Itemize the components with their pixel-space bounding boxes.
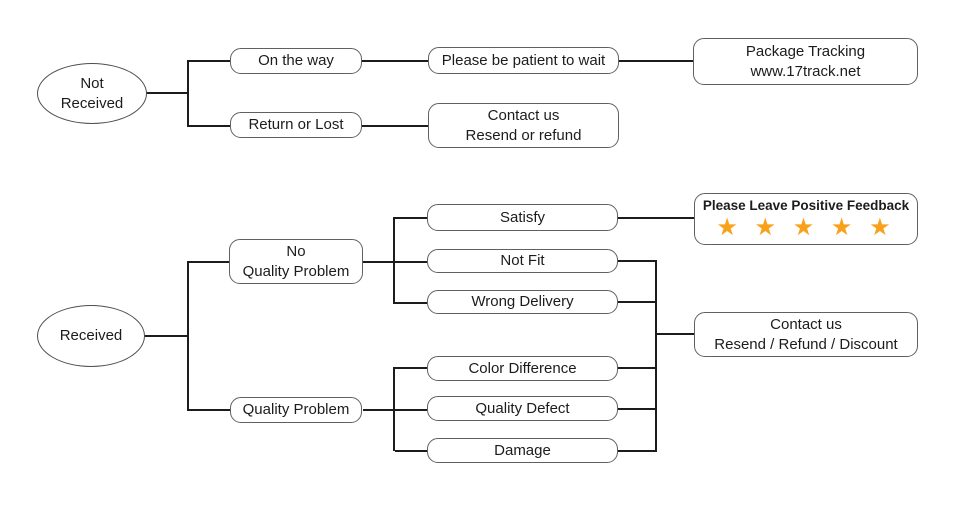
node-be-patient-label: Please be patient to wait xyxy=(441,51,606,69)
connector-line xyxy=(395,367,427,369)
node-received-label: Received xyxy=(59,327,123,344)
connector-line xyxy=(146,92,188,94)
connector-line xyxy=(617,301,655,303)
connector-line xyxy=(363,261,427,263)
connector-line xyxy=(655,260,657,452)
connector-line xyxy=(362,125,428,127)
connector-line xyxy=(395,217,427,219)
node-contact-us-resend-refund: Contact us Resend or refund xyxy=(428,103,619,148)
connector-line xyxy=(617,367,655,369)
node-damage: Damage xyxy=(427,438,618,463)
node-contact-us2-label-line1: Contact us xyxy=(770,315,842,333)
connector-line xyxy=(363,409,427,411)
node-contact-us-label-line2: Resend or refund xyxy=(465,126,582,144)
node-contact-us-label-line1: Contact us xyxy=(487,106,560,124)
node-return-or-lost: Return or Lost xyxy=(230,112,362,138)
node-not-received-label-line2: Received xyxy=(60,94,124,112)
connector-line xyxy=(617,450,655,452)
node-positive-feedback-label: Please Leave Positive Feedback xyxy=(702,198,910,213)
connector-line xyxy=(362,60,428,62)
connector-line xyxy=(189,261,230,263)
connector-line xyxy=(189,409,230,411)
node-color-difference-label: Color Difference xyxy=(468,359,577,377)
node-be-patient: Please be patient to wait xyxy=(428,47,619,74)
node-not-received-label-line1: Not xyxy=(80,74,104,92)
node-received: Received xyxy=(37,305,145,367)
connector-line xyxy=(395,302,427,304)
node-package-tracking-label-line2: www.17track.net xyxy=(750,62,861,80)
node-positive-feedback: Please Leave Positive Feedback ★ ★ ★ ★ ★ xyxy=(694,193,918,245)
connector-line xyxy=(144,335,188,337)
connector-line xyxy=(657,333,694,335)
node-satisfy-label: Satisfy xyxy=(499,208,545,226)
node-quality-problem-label: Quality Problem xyxy=(242,401,350,418)
node-no-quality-problem-label-line2: Quality Problem xyxy=(242,262,350,280)
node-contact-us-resend-refund-discount: Contact us Resend / Refund / Discount xyxy=(694,312,918,357)
node-no-quality-problem-label-line1: No xyxy=(286,242,306,260)
node-wrong-delivery: Wrong Delivery xyxy=(427,290,618,314)
connector-line xyxy=(189,125,230,127)
node-damage-label: Damage xyxy=(494,441,551,459)
connector-line xyxy=(617,408,655,410)
connector-line xyxy=(187,261,189,411)
node-not-fit-label: Not Fit xyxy=(500,252,545,269)
node-contact-us2-label-line2: Resend / Refund / Discount xyxy=(714,335,898,353)
connector-line xyxy=(619,60,693,62)
connector-line xyxy=(393,217,395,304)
node-on-the-way-label: On the way xyxy=(258,52,334,69)
node-on-the-way: On the way xyxy=(230,48,362,74)
connector-line xyxy=(187,60,189,127)
five-stars-icon: ★ ★ ★ ★ ★ xyxy=(716,214,896,241)
node-quality-defect-label: Quality Defect xyxy=(475,399,570,417)
node-wrong-delivery-label: Wrong Delivery xyxy=(471,293,574,310)
connector-line xyxy=(617,217,694,219)
connector-line xyxy=(393,367,395,451)
node-quality-defect: Quality Defect xyxy=(427,396,618,421)
node-color-difference: Color Difference xyxy=(427,356,618,381)
node-not-received: Not Received xyxy=(37,63,147,124)
node-no-quality-problem: No Quality Problem xyxy=(229,239,363,284)
connector-line xyxy=(617,260,655,262)
connector-line xyxy=(395,450,427,452)
connector-line xyxy=(189,60,230,62)
node-not-fit: Not Fit xyxy=(427,249,618,273)
node-package-tracking-label-line1: Package Tracking xyxy=(745,42,866,60)
node-package-tracking: Package Tracking www.17track.net xyxy=(693,38,918,85)
node-quality-problem: Quality Problem xyxy=(230,397,362,423)
node-satisfy: Satisfy xyxy=(427,204,618,231)
node-return-or-lost-label: Return or Lost xyxy=(248,116,344,133)
